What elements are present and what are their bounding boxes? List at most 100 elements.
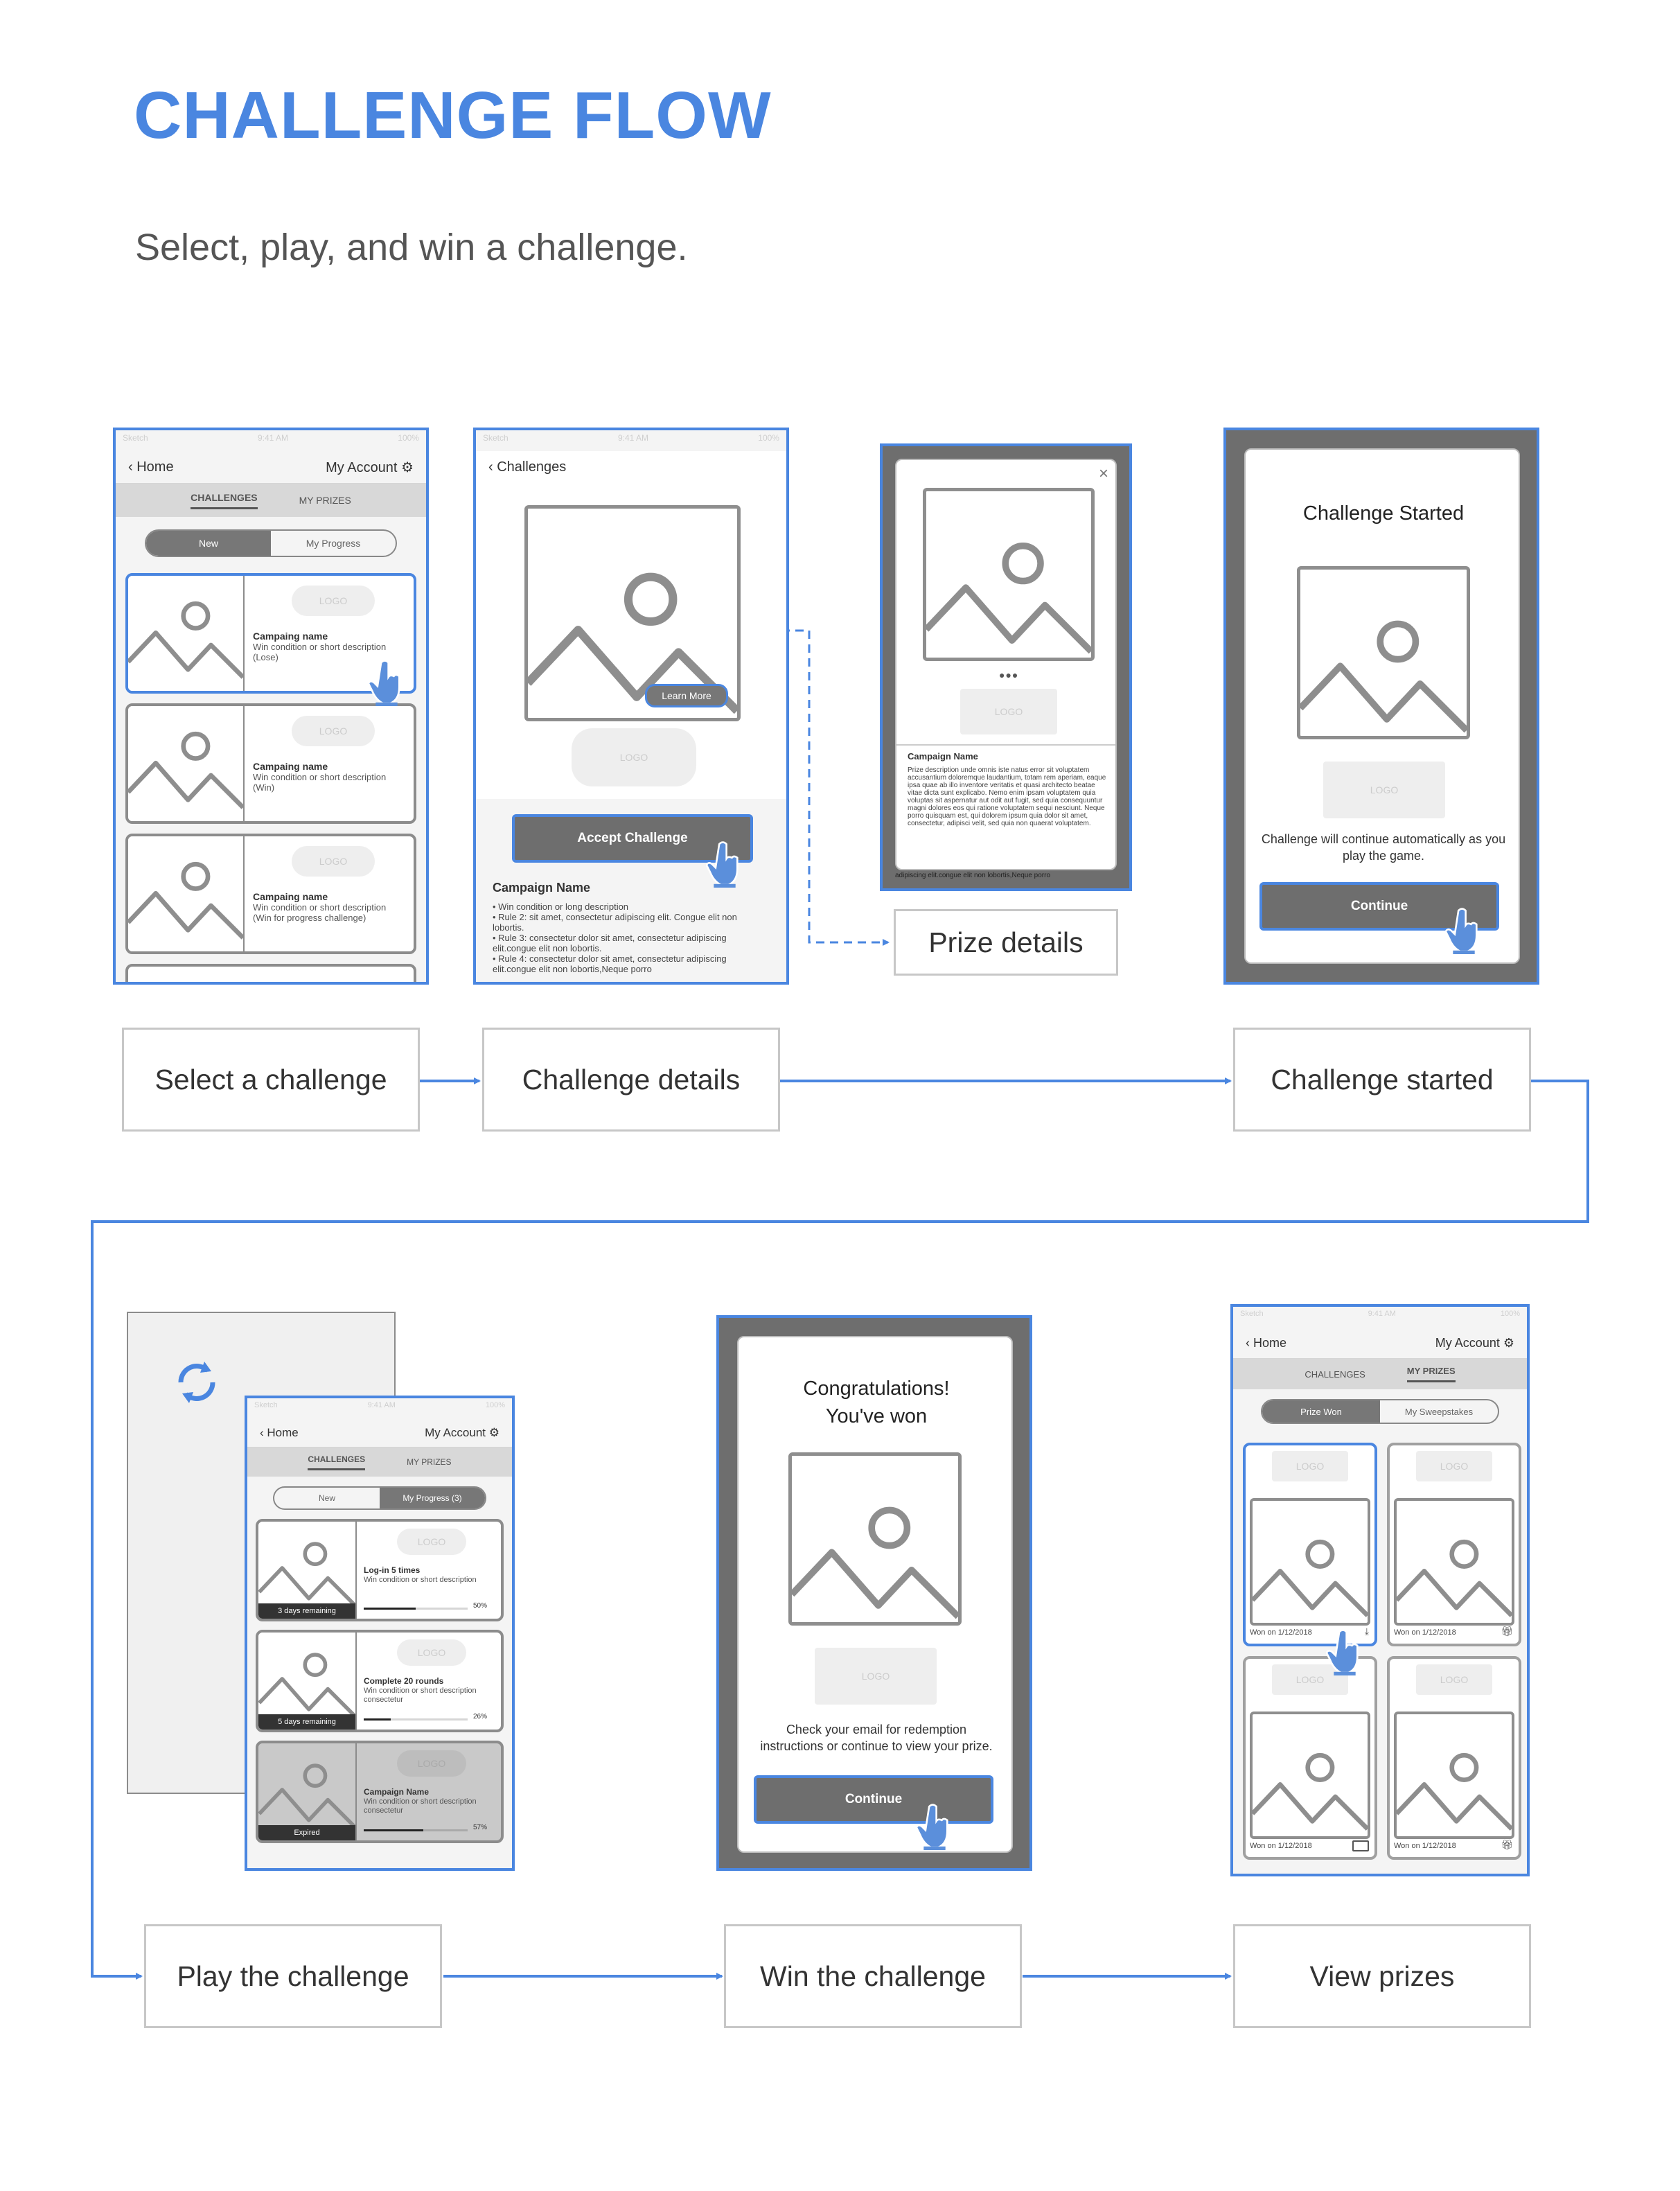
prize-logo: LOGO <box>1272 1664 1348 1695</box>
segment-my-progress[interactable]: My Progress <box>306 538 361 549</box>
dashed-learn-more-to-prize <box>683 629 890 946</box>
account-label: My Account <box>326 459 398 475</box>
progress-bar <box>364 1608 468 1610</box>
progress-bar <box>364 1718 468 1721</box>
tab-my-prizes[interactable]: MY PRIZES <box>299 495 351 506</box>
prize-card[interactable]: LOGO Won on 1/12/2018 ⤓ <box>1243 1443 1377 1646</box>
screen-challenge-started: Challenge Started LOGO Challenge will co… <box>1223 428 1539 985</box>
tab-challenges[interactable]: CHALLENGES <box>1305 1369 1365 1380</box>
screen-challenge-details: Sketch 9:41 AM 100% ‹ Challenges Learn M… <box>473 428 789 985</box>
navbar: ‹ Home My Account ⚙ <box>1233 1328 1527 1359</box>
status-carrier: Sketch <box>1240 1310 1264 1318</box>
screen-prize-details: × ●●● LOGO Campaign Name Prize descripti… <box>880 443 1132 891</box>
card-thumbnail <box>128 706 245 821</box>
prize-logo: LOGO <box>815 1648 937 1705</box>
segment-my-sweepstakes[interactable]: My Sweepstakes <box>1404 1406 1474 1417</box>
my-account-button[interactable]: My Account ⚙ <box>1435 1336 1514 1350</box>
challenge-card-partial[interactable] <box>125 964 416 982</box>
my-account-button[interactable]: My Account ⚙ <box>326 459 414 476</box>
learn-more-button[interactable]: Learn More <box>645 684 728 707</box>
won-date: Won on 1/12/2018 <box>1394 1628 1456 1637</box>
modal-title: Challenge Started <box>1302 502 1465 525</box>
prize-card[interactable]: LOGO Won on 1/12/2018 🎁︎ <box>1387 1443 1521 1646</box>
continue-button[interactable]: Continue <box>754 1775 993 1824</box>
segment-control: New My Progress <box>145 529 397 557</box>
prize-image <box>1394 1712 1514 1839</box>
tab-challenges[interactable]: CHALLENGES <box>191 492 258 509</box>
challenge-image <box>1297 566 1470 739</box>
prize-image <box>1250 1498 1370 1626</box>
tab-my-prizes[interactable]: MY PRIZES <box>407 1457 452 1467</box>
my-account-button[interactable]: My Account ⚙ <box>425 1426 499 1440</box>
page-title: CHALLENGE FLOW <box>134 78 772 152</box>
won-date: Won on 1/12/2018 <box>1250 1628 1312 1637</box>
account-label: My Account <box>425 1426 486 1439</box>
progress-bar <box>364 1829 468 1831</box>
segment-prize-won[interactable]: Prize Won <box>1262 1400 1380 1423</box>
prize-logo: LOGO <box>1416 1451 1492 1481</box>
prize-modal: × ●●● LOGO Campaign Name Prize descripti… <box>895 459 1117 870</box>
segment-my-progress[interactable]: My Progress (3) <box>380 1488 485 1508</box>
status-bar: Sketch 9:41 AM 100% <box>1233 1307 1527 1328</box>
close-icon[interactable]: × <box>1098 464 1108 483</box>
background-text: adipiscing elit.congue elit non lobortis… <box>895 872 1051 879</box>
segment-new[interactable]: New <box>146 531 271 556</box>
prize-image <box>923 488 1095 661</box>
gear-icon: ⚙ <box>488 1426 499 1439</box>
prize-card[interactable]: LOGO Won on 1/12/2018 <box>1243 1656 1377 1860</box>
status-time: 9:41 AM <box>1368 1310 1396 1318</box>
prize-description: Prize description unde omnis iste natus … <box>908 766 1106 827</box>
back-button[interactable]: ‹ Home <box>128 459 174 475</box>
pointer-hand-icon <box>1445 908 1478 954</box>
gear-icon: ⚙ <box>1503 1335 1514 1350</box>
campaign-name: Campaign Name <box>908 751 978 762</box>
started-modal: Challenge Started LOGO Challenge will co… <box>1244 448 1520 964</box>
challenge-logo: LOGO <box>572 728 696 786</box>
gift-icon[interactable]: 🎁︎ <box>1501 1839 1513 1850</box>
refresh-icon <box>178 1362 215 1403</box>
ticket-icon[interactable] <box>1352 1840 1369 1851</box>
progress-percent: 26% <box>473 1713 488 1721</box>
status-carrier: Sketch <box>123 433 148 443</box>
step-win-challenge: Win the challenge <box>724 1924 1022 2028</box>
status-battery: 100% <box>485 1401 505 1409</box>
navbar: ‹ Home My Account ⚙ <box>116 451 426 484</box>
back-button[interactable]: ‹ Home <box>260 1426 299 1439</box>
card-logo: LOGO <box>397 1639 466 1666</box>
prize-image <box>788 1452 962 1626</box>
tab-challenges[interactable]: CHALLENGES <box>308 1454 366 1470</box>
back-label: Home <box>136 459 174 475</box>
prize-image <box>1394 1498 1514 1626</box>
status-time: 9:41 AM <box>257 433 288 443</box>
card-thumbnail <box>128 836 245 951</box>
back-button[interactable]: ‹ Challenges <box>488 459 567 475</box>
card-thumbnail <box>128 576 245 691</box>
back-button[interactable]: ‹ Home <box>1246 1335 1287 1350</box>
step-challenge-started: Challenge started <box>1233 1028 1531 1132</box>
progress-percent: 57% <box>473 1824 488 1831</box>
rule-item: • Rule 4: consectetur dolor sit amet, co… <box>493 953 727 974</box>
win-modal: Congratulations! You've won LOGO Check y… <box>737 1336 1013 1853</box>
download-icon[interactable]: ⤓ <box>1364 1626 1369 1637</box>
prize-card[interactable]: LOGO Won on 1/12/2018 🎁︎ <box>1387 1656 1521 1860</box>
segment-new[interactable]: New <box>318 1493 335 1503</box>
status-carrier: Sketch <box>254 1401 278 1409</box>
started-message: Challenge will continue automatically as… <box>1261 832 1506 863</box>
accept-challenge-button[interactable]: Accept Challenge <box>512 814 753 863</box>
rule-item: • Rule 3: consectetur dolor sit amet, co… <box>493 933 727 953</box>
tab-my-prizes[interactable]: MY PRIZES <box>1406 1366 1456 1382</box>
progress-card[interactable]: 5 days remaining LOGO Complete 20 rounds… <box>256 1630 504 1732</box>
card-logo: LOGO <box>397 1750 466 1777</box>
card-thumbnail: 3 days remaining <box>258 1522 357 1619</box>
account-label: My Account <box>1435 1335 1500 1350</box>
gift-icon[interactable]: 🎁︎ <box>1501 1626 1513 1637</box>
